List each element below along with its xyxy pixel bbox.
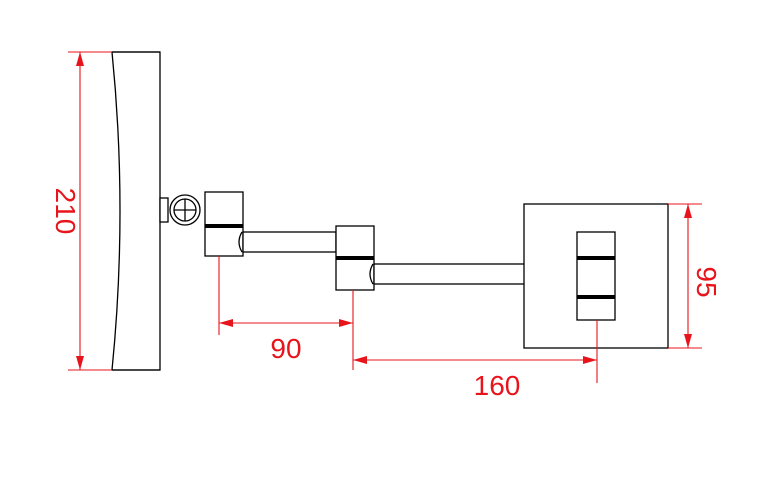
dimension-mirror-height: 210 <box>50 51 112 371</box>
mirror-mount-stub <box>159 197 169 223</box>
short-arm-tube <box>238 231 337 253</box>
mirror-body <box>111 51 161 371</box>
base-joint-block <box>576 231 616 321</box>
dimension-base-height: 95 <box>668 203 722 349</box>
dimension-arm-short: 90 <box>218 256 354 370</box>
dimension-label-arm-short: 90 <box>270 333 301 364</box>
dimension-label-base-height: 95 <box>691 266 722 297</box>
dimension-label-arm-long: 160 <box>474 370 521 401</box>
middle-joint-block <box>335 225 375 291</box>
dimension-label-mirror-height: 210 <box>50 188 81 235</box>
dimension-arm-long: 160 <box>353 320 598 401</box>
screw-cross-icon <box>169 194 201 226</box>
first-joint-block <box>204 191 244 257</box>
